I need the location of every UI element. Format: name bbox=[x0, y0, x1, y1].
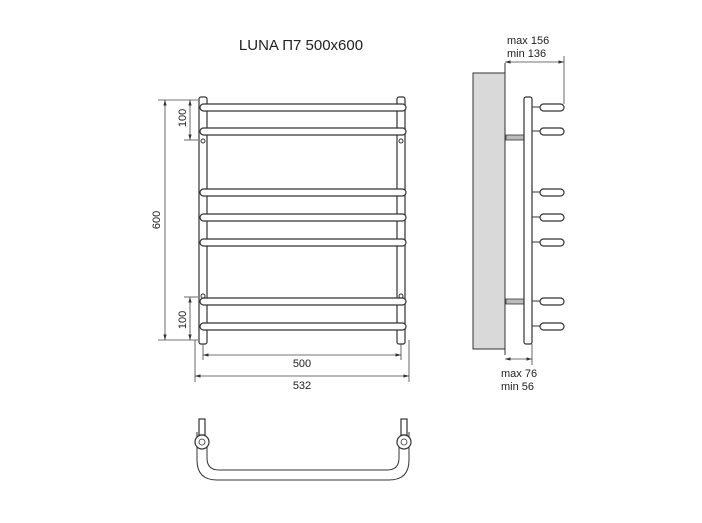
side-rung bbox=[539, 127, 565, 136]
left-fitting bbox=[194, 434, 210, 450]
wall bbox=[472, 72, 506, 350]
connection-nub bbox=[200, 293, 206, 299]
right-stub bbox=[400, 418, 408, 436]
rung bbox=[199, 188, 407, 197]
side-rung bbox=[539, 238, 565, 247]
wall-bracket bbox=[505, 134, 525, 141]
front-view: 600 100 100 500 532 bbox=[151, 96, 410, 392]
u-pipe-outer bbox=[196, 432, 410, 481]
side-rung bbox=[539, 103, 565, 112]
side-rung bbox=[539, 322, 565, 331]
side-post bbox=[523, 96, 533, 345]
drawing-title: LUNA П7 500x600 bbox=[239, 37, 363, 54]
connection-nub bbox=[398, 138, 404, 144]
top-spacing-label: 100 bbox=[177, 109, 189, 127]
rung bbox=[199, 103, 407, 112]
connection-nub bbox=[398, 293, 404, 299]
depth-max-label: max 156 bbox=[507, 35, 549, 47]
u-pipe-inner bbox=[206, 440, 400, 471]
wall-offset-max-label: max 76 bbox=[501, 368, 537, 380]
wall-bracket bbox=[505, 298, 525, 305]
side-rungs bbox=[539, 103, 565, 331]
right-fitting bbox=[396, 434, 412, 450]
rung bbox=[199, 297, 407, 306]
inner-width-label: 500 bbox=[293, 358, 311, 370]
side-rung bbox=[539, 213, 565, 222]
side-view: max 156 min 136 max 76 min 56 bbox=[472, 35, 565, 393]
bottom-spacing-label: 100 bbox=[177, 311, 189, 329]
rung bbox=[199, 213, 407, 222]
rung bbox=[199, 238, 407, 247]
connection-nub bbox=[200, 138, 206, 144]
wall-offset-min-label: min 56 bbox=[501, 381, 534, 393]
side-rung bbox=[539, 188, 565, 197]
plan-view bbox=[194, 418, 412, 481]
rungs bbox=[199, 103, 407, 331]
height-label: 600 bbox=[151, 211, 163, 229]
depth-min-label: min 136 bbox=[507, 48, 546, 60]
rung bbox=[199, 127, 407, 136]
rung bbox=[199, 322, 407, 331]
side-rung bbox=[539, 297, 565, 306]
left-stub bbox=[198, 418, 206, 436]
outer-width-label: 532 bbox=[293, 380, 311, 392]
